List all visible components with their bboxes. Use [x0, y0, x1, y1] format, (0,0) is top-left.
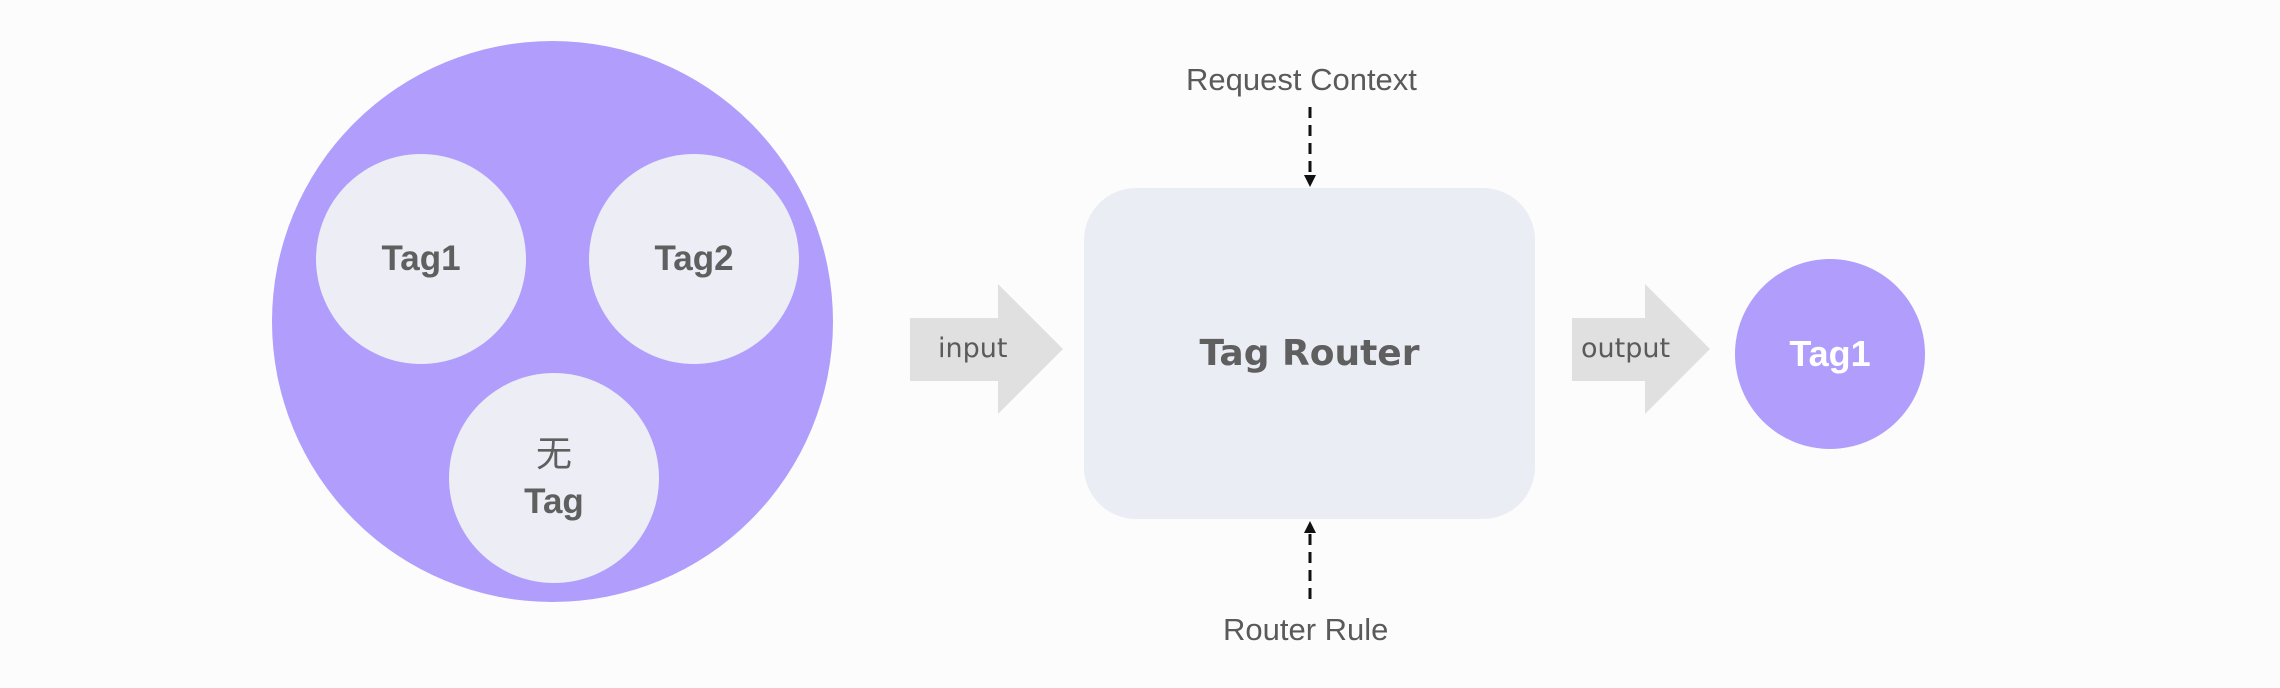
output-arrow [1572, 284, 1710, 414]
router-rule-label: Router Rule [1223, 612, 1389, 647]
tag-circle-tag2: Tag2 [589, 154, 799, 364]
tag-circle-label-line2: Tag [524, 481, 584, 521]
tag-circle-label: Tag1 [381, 239, 461, 278]
input-arrow [910, 284, 1063, 414]
result-tag-circle: Tag1 [1735, 259, 1925, 449]
request-context-label: Request Context [1186, 62, 1417, 97]
tag-circle-label-line1: 无 [535, 434, 572, 476]
result-tag-label: Tag1 [1789, 333, 1871, 374]
tag-router-title: Tag Router [1199, 333, 1420, 374]
tag-circle-label: Tag2 [654, 239, 734, 278]
router-rule-arrowhead [1304, 521, 1316, 533]
output-arrow-label: output [1581, 333, 1671, 364]
input-arrow-label: input [938, 333, 1008, 364]
tag-circle-tag1: Tag1 [316, 154, 526, 364]
tag-router-box: Tag Router [1084, 188, 1535, 519]
tag-circle-no-tag: 无 Tag [449, 373, 659, 583]
request-context-arrowhead [1304, 175, 1316, 187]
